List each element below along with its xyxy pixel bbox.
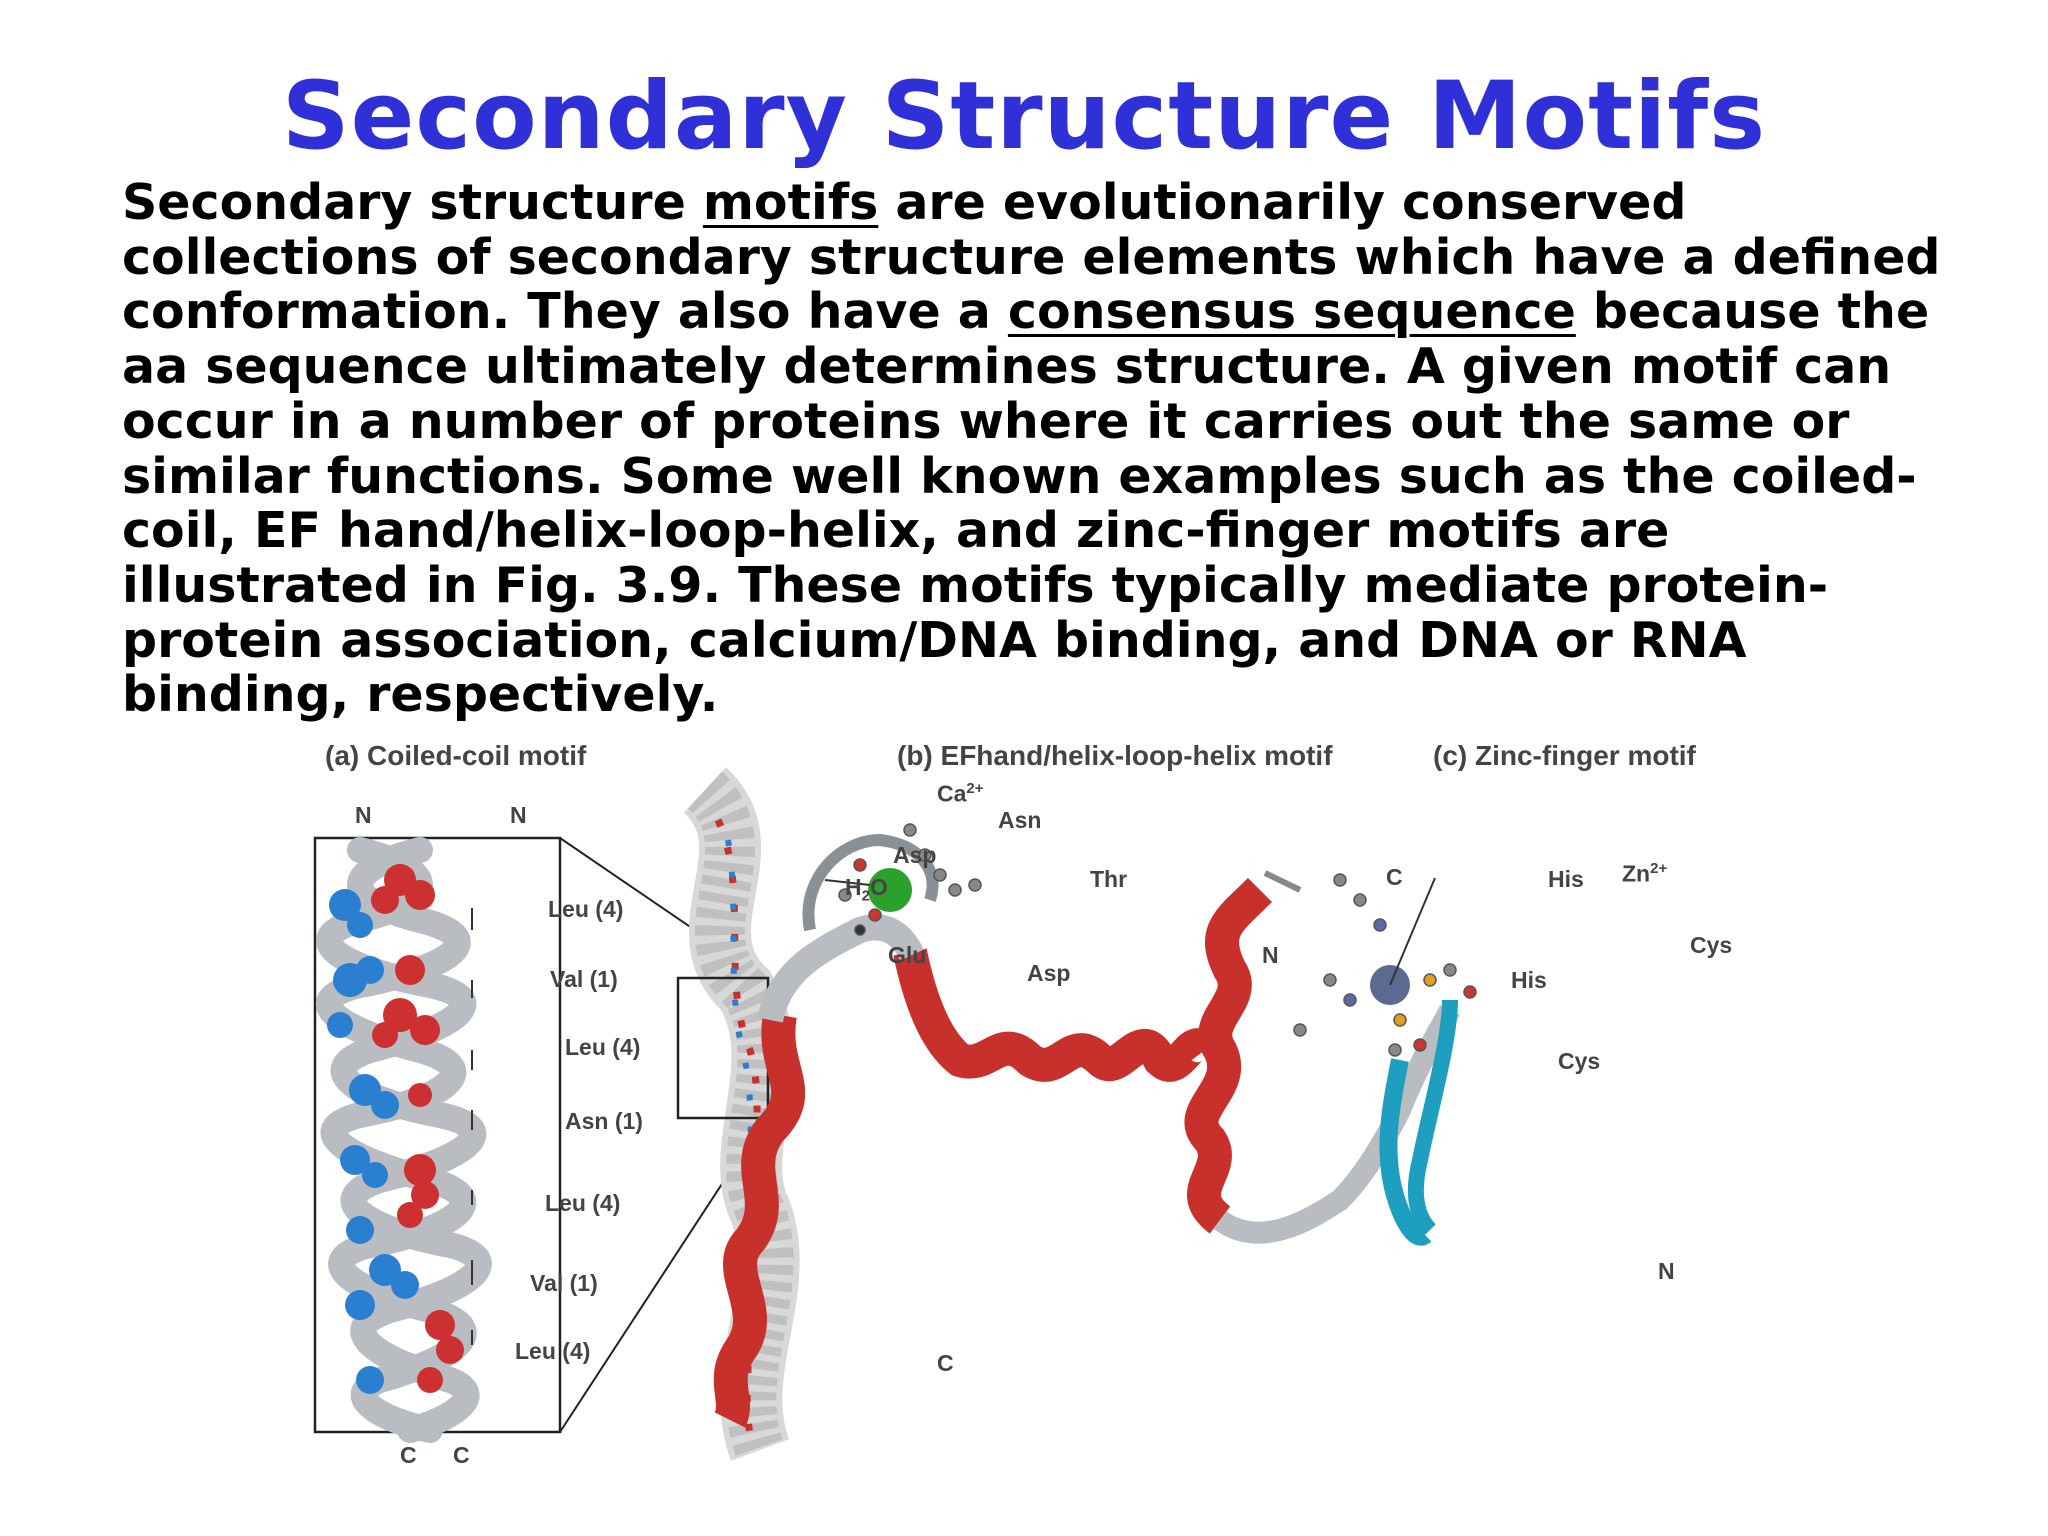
text-run: are evolutionarily conserved: [878, 174, 1687, 231]
residue-label: Asn (1): [565, 1108, 643, 1134]
superscript: 2+: [966, 780, 984, 797]
paragraph-line: collections of secondary structure eleme…: [122, 228, 1941, 286]
glu-label: Glu: [888, 942, 927, 968]
loop: [1213, 1004, 1460, 1244]
water-label: H2O: [845, 874, 888, 905]
zinc-label: Zn2+: [1622, 860, 1667, 888]
side-chains: [838, 823, 982, 936]
figure-illustration: [313, 767, 1477, 1461]
text-run: O: [869, 874, 888, 900]
binding-loop: [802, 833, 939, 932]
coordinating-residues: [1293, 873, 1477, 1057]
calcium-ion: [868, 868, 912, 912]
paragraph-line: Secondary structure motifs are evolution…: [122, 174, 2002, 231]
panel-c-title: (c) Zinc-finger motif: [1433, 740, 1696, 771]
asp-label: Asp: [893, 842, 937, 868]
cys-label: Cys: [1690, 932, 1733, 958]
residue-spheres: [327, 864, 464, 1394]
n-terminus-label: N: [1658, 1258, 1675, 1284]
paragraph-line: coil, EF hand/helix-loop-helix, and zinc…: [122, 502, 1670, 560]
c-terminus-stub: [1263, 870, 1302, 893]
c-terminus-label: C: [937, 1350, 954, 1376]
n-terminus-label: N: [510, 802, 527, 828]
zn-leader-line: [1389, 877, 1436, 986]
beta-strand-2: [1407, 999, 1458, 1236]
slide-title: Secondary Structure Motifs: [281, 62, 1767, 171]
c-terminus-label: C: [453, 1442, 470, 1468]
c-terminus-label: C: [1386, 864, 1403, 890]
cys-label: Cys: [1558, 1048, 1601, 1074]
paragraph-line: binding, respectively.: [122, 666, 719, 724]
helix-1: [713, 1011, 806, 1428]
n-terminus-label: N: [1262, 942, 1279, 968]
residue-label: Leu (4): [565, 1034, 641, 1060]
underlined-term-motifs: motifs: [702, 174, 879, 231]
ef-hand-illustration: [713, 823, 1219, 1428]
panel-a-title: (a) Coiled-coil motif: [325, 740, 587, 771]
text-run: conformation. They also have a: [122, 283, 1008, 341]
residue-label: Leu (4): [545, 1190, 621, 1216]
c-terminus-label: C: [400, 1442, 417, 1468]
superscript: 2+: [1650, 860, 1668, 877]
residue-label: Leu (4): [548, 896, 624, 922]
calcium-label: Ca2+: [937, 780, 984, 808]
paragraph-line: occur in a number of proteins where it c…: [122, 392, 1850, 450]
thr-label: Thr: [1090, 866, 1128, 892]
figure-3-9: (a) Coiled-coil motif (b) EFhand/helix-l…: [300, 730, 1740, 1490]
beta-strand-1: [1379, 1058, 1432, 1246]
helix-2: [893, 948, 1219, 1082]
his-label: His: [1511, 967, 1547, 993]
text-run: because the: [1575, 283, 1930, 341]
his-label: His: [1548, 866, 1584, 892]
residue-label: Val (1): [550, 966, 618, 992]
body-paragraph: Secondary structure motifs are evolution…: [122, 174, 2002, 724]
panel-b-title: (b) EFhand/helix-loop-helix motif: [897, 740, 1333, 771]
text-run: Secondary structure: [122, 174, 703, 231]
paragraph-line: aa sequence ultimately determines struct…: [122, 338, 1892, 396]
paragraph-line: illustrated in Fig. 3.9. These motifs ty…: [122, 556, 1829, 614]
helix-ribbon-1: [316, 837, 492, 1443]
residue-label: Val (1): [530, 1270, 598, 1296]
paragraph-line: conformation. They also have a consensus…: [122, 285, 2002, 340]
alpha-helix: [1184, 877, 1273, 1234]
asp-label: Asp: [1027, 960, 1071, 986]
n-terminus-label: N: [355, 802, 372, 828]
helix-ribbon-2: [316, 837, 477, 1443]
asn-label: Asn: [998, 807, 1042, 833]
underlined-term-consensus-sequence: consensus sequence: [1007, 283, 1576, 341]
paragraph-line: similar functions. Some well known examp…: [122, 447, 1917, 505]
paragraph-line: protein association, calcium/DNA binding…: [122, 611, 1747, 669]
text-run: Zn: [1622, 860, 1651, 887]
text-run: Ca: [937, 780, 967, 807]
subscript: 2: [861, 887, 870, 905]
residue-label: Leu (4): [515, 1338, 591, 1364]
text-run: H: [845, 874, 862, 900]
zinc-finger-illustration: [1184, 870, 1477, 1246]
